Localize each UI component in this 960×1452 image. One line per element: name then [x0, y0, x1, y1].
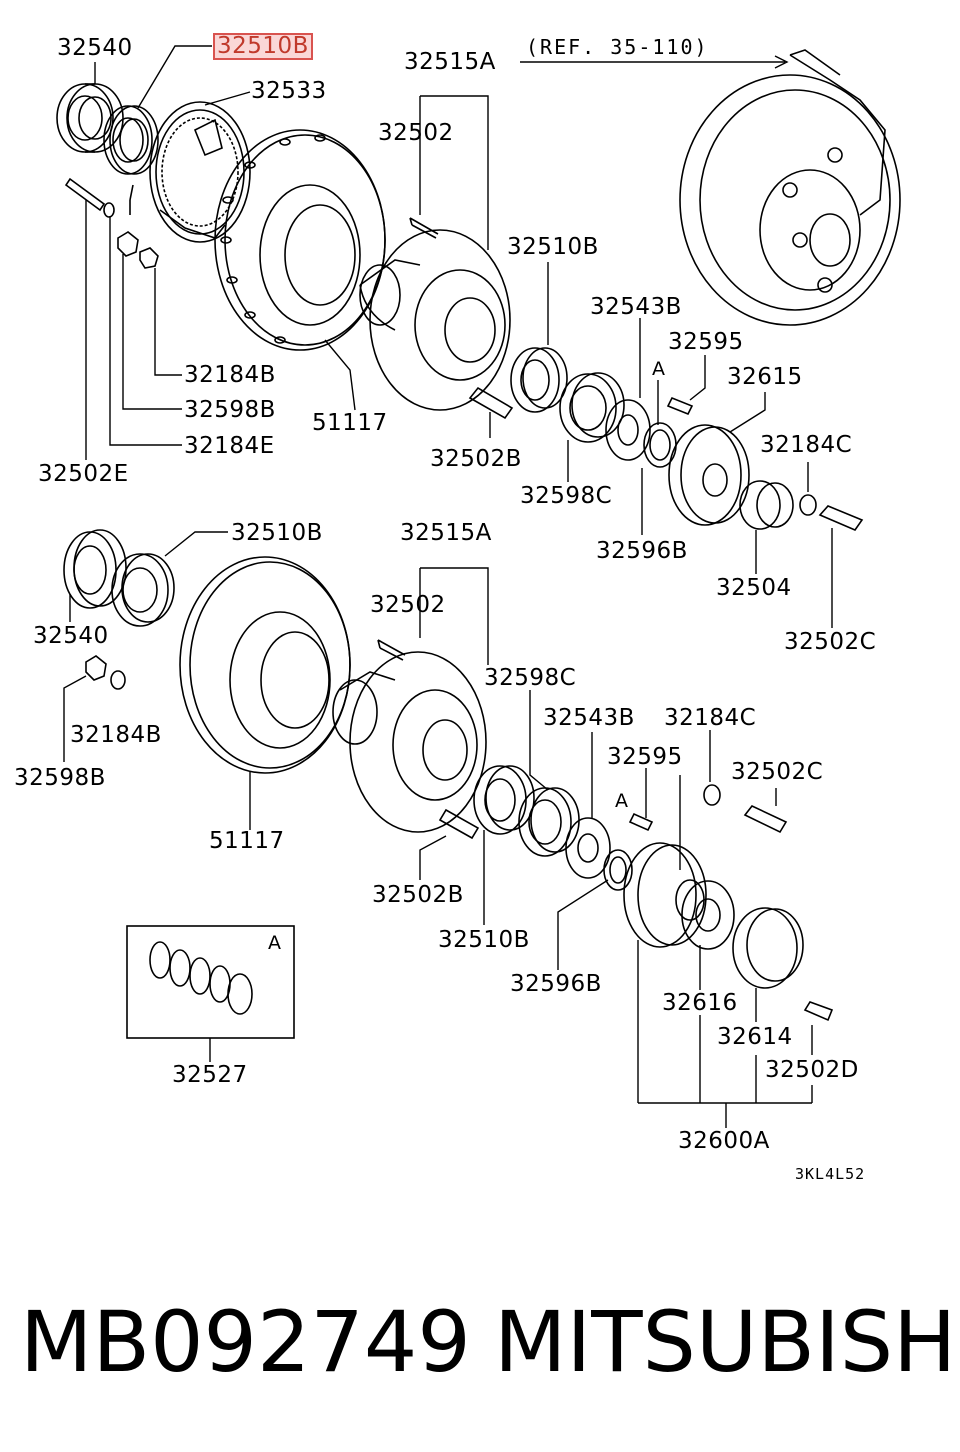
- label-32527: 32527: [172, 1062, 248, 1088]
- label-32615: 32615: [727, 364, 803, 390]
- label-32502d: 32502D: [765, 1057, 859, 1083]
- label-32616: 32616: [662, 990, 738, 1016]
- hub-32515a-top: [359, 229, 511, 411]
- studs-nuts-top: [64, 177, 159, 269]
- label-32510b-bottom-right: 32510B: [438, 927, 530, 953]
- label-32502b-top: 32502B: [430, 446, 522, 472]
- label-32598c-bottom: 32598C: [484, 665, 577, 691]
- seal-32598c-bottom: [518, 787, 580, 857]
- label-32510b-top-right: 32510B: [507, 234, 599, 260]
- label-ref-35-110: (REF. 35-110): [526, 35, 709, 59]
- knob-32614: [732, 907, 804, 989]
- label-32614: 32614: [717, 1024, 793, 1050]
- label-32543b-top: 32543B: [590, 294, 682, 320]
- hub-32515a-bottom: [332, 651, 487, 833]
- nut-32184c-bottom: [703, 784, 721, 806]
- bolt-32595-top: [666, 396, 694, 416]
- washer-32543b-top: [605, 399, 651, 461]
- cap-32504: [739, 480, 794, 530]
- label-32595-bottom: 32595: [607, 744, 683, 770]
- label-32184b-top: 32184B: [184, 362, 276, 388]
- exploded-view-drawing: [56, 45, 901, 1128]
- label-32510b-bottom: 32510B: [231, 520, 323, 546]
- nut-32184c-top: [799, 494, 817, 516]
- bolt-32502c-top: [818, 505, 864, 531]
- flange-32615: [668, 424, 750, 526]
- label-51117-bottom: 51117: [209, 828, 285, 854]
- label-32184e: 32184E: [184, 433, 275, 459]
- brand-name: MITSUBISHI: [494, 1293, 960, 1391]
- label-a-bottom: A: [615, 790, 629, 812]
- bearing-32510b-bottom: [111, 553, 175, 627]
- label-32502c-top: 32502C: [784, 629, 877, 655]
- label-32502-top: 32502: [378, 120, 454, 146]
- abs-ring-32533: [149, 101, 251, 243]
- bearing-32540-top: [56, 83, 124, 153]
- gear-32616: [681, 880, 735, 950]
- label-32598b-top: 32598B: [184, 397, 276, 423]
- nuts-bottom-left: [85, 655, 126, 690]
- label-32515a-top: 32515A: [404, 49, 496, 75]
- caliper-reference: [679, 49, 901, 326]
- label-a-kit-box: A: [268, 932, 282, 954]
- stud-32502-bottom: [377, 639, 406, 661]
- label-32595-top: 32595: [668, 329, 744, 355]
- stud-32502-top: [409, 217, 439, 239]
- label-32184c-bottom: 32184C: [664, 705, 757, 731]
- parts-diagram: 32540 32510B 32533 32515A (REF. 35-110) …: [14, 33, 901, 1183]
- seal-32598c-top: [559, 372, 625, 443]
- leader-lines: [63, 45, 833, 1128]
- brake-rotor-51117-top: [214, 129, 386, 351]
- bearing-32510b-top-right: [510, 347, 568, 413]
- diagram-code: 3KL4L52: [795, 1165, 866, 1183]
- bearing-32510b-top: [103, 105, 159, 175]
- label-32543b-bottom: 32543B: [543, 705, 635, 731]
- bolt-32502b-bottom: [438, 808, 480, 840]
- seal-kit-rings: [149, 941, 253, 1015]
- label-32596b-top: 32596B: [596, 538, 688, 564]
- label-32510b-highlighted[interactable]: 32510B: [213, 33, 313, 60]
- label-32515a-bottom: 32515A: [400, 520, 492, 546]
- label-32184c-top: 32184C: [760, 432, 853, 458]
- label-32533: 32533: [251, 78, 327, 104]
- label-32502b-bottom: 32502B: [372, 882, 464, 908]
- label-32540-top: 32540: [57, 35, 133, 61]
- label-32600a: 32600A: [678, 1128, 770, 1154]
- snap-ring-32596b-bottom: [603, 849, 633, 891]
- label-32502c-bottom: 32502C: [731, 759, 824, 785]
- free-wheel-hub-body: [623, 842, 707, 948]
- footer: MB092749 MITSUBISHI: [0, 1290, 960, 1400]
- label-32598b-bottom: 32598B: [14, 765, 106, 791]
- label-32596b-bottom: 32596B: [510, 971, 602, 997]
- label-32502e: 32502E: [38, 461, 129, 487]
- washer-32543b-bottom: [565, 817, 611, 879]
- label-32598c-top: 32598C: [520, 483, 613, 509]
- part-number: MB092749: [20, 1293, 471, 1391]
- bolt-32502b-top: [468, 386, 514, 420]
- label-32502-bottom: 32502: [370, 592, 446, 618]
- label-a-top: A: [652, 358, 666, 380]
- bolt-32502c-bottom: [743, 805, 788, 834]
- label-51117-top: 51117: [312, 410, 388, 436]
- bolt-32502d: [803, 1001, 834, 1022]
- label-32540-bottom: 32540: [33, 623, 109, 649]
- label-32184b-bottom: 32184B: [70, 722, 162, 748]
- bolt-32595-bottom: [628, 812, 654, 832]
- brake-rotor-51117-bottom: [179, 556, 351, 774]
- label-32504: 32504: [716, 575, 792, 601]
